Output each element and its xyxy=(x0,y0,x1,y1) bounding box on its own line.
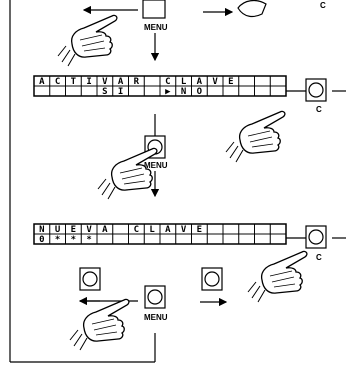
hand-pointer-icon xyxy=(97,147,158,200)
lcd-char: V xyxy=(102,77,108,87)
hand-pointer-icon xyxy=(57,14,118,67)
menu-button-icon xyxy=(144,285,166,309)
lcd-char: T xyxy=(71,77,77,87)
hand-pointer-icon xyxy=(225,110,286,163)
lcd-char: * xyxy=(71,235,76,245)
lcd-char: A xyxy=(39,77,45,87)
lcd-char: V xyxy=(181,225,187,235)
lcd-cell xyxy=(269,233,287,245)
c-label-top: C xyxy=(320,1,326,10)
lcd-char: A xyxy=(197,77,203,87)
lcd-char: A xyxy=(102,225,108,235)
lcd-char: L xyxy=(149,225,155,235)
lcd-char: I xyxy=(86,77,91,87)
lcd-char: E xyxy=(228,77,233,87)
lcd-char: N xyxy=(181,87,186,97)
lcd-char: N xyxy=(39,225,44,235)
lcd-char: 0 xyxy=(39,235,44,245)
lcd-char: E xyxy=(71,225,76,235)
c-button-icon xyxy=(305,225,327,249)
right-button-icon xyxy=(201,267,223,291)
lcd-char: R xyxy=(134,77,140,87)
menu-button-icon xyxy=(142,0,166,19)
lcd-char: C xyxy=(55,77,60,87)
lcd-char: O xyxy=(197,87,203,97)
c-button-icon xyxy=(305,78,327,102)
menu-label-1: MENU xyxy=(144,23,168,32)
lcd-cursor-icon: ▶ xyxy=(165,87,171,97)
lcd-char: * xyxy=(55,235,60,245)
c-label-1: C xyxy=(316,105,322,114)
lcd-char: I xyxy=(118,87,123,97)
lcd-char: C xyxy=(165,77,170,87)
hand-pointer-icon xyxy=(247,250,308,303)
hand-pointer-icon xyxy=(69,298,130,351)
lcd-char: S xyxy=(102,87,107,97)
lcd-char: A xyxy=(118,77,124,87)
menu-label-3: MENU xyxy=(144,313,168,322)
lcd-char: * xyxy=(86,235,91,245)
left-button-icon xyxy=(79,267,101,291)
c-label-2: C xyxy=(316,253,322,262)
lcd-char: V xyxy=(86,225,92,235)
lcd-char: L xyxy=(181,77,187,87)
hand-pointer-icon xyxy=(237,0,267,18)
menu-label-2: MENU xyxy=(144,161,168,170)
lcd-char: C xyxy=(134,225,139,235)
lcd-char: V xyxy=(212,77,218,87)
lcd-char: A xyxy=(165,225,171,235)
lcd-char: E xyxy=(197,225,202,235)
lcd-char: U xyxy=(55,225,60,235)
